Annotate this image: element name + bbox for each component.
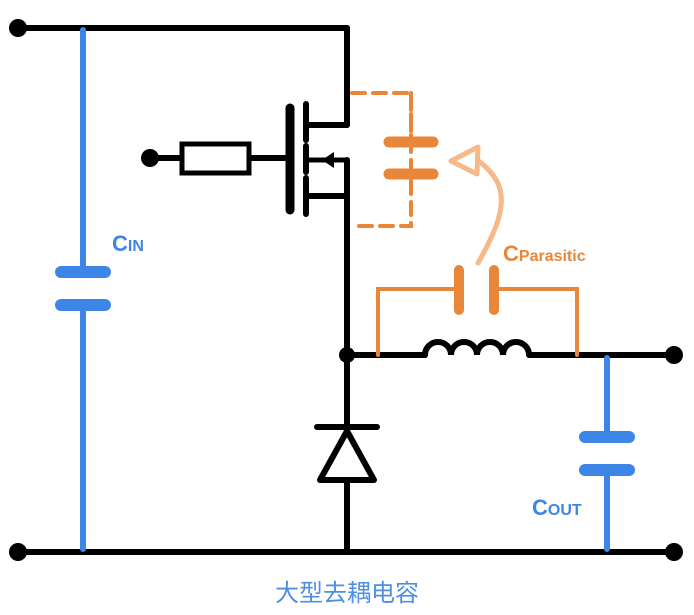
mosfet-symbol bbox=[285, 101, 350, 217]
input-capacitor bbox=[55, 27, 111, 552]
terminal-dots bbox=[9, 19, 683, 561]
inductor-parasitic-capacitor bbox=[376, 265, 579, 357]
inductor-symbol bbox=[422, 339, 532, 358]
cin-label: CIN bbox=[112, 231, 144, 256]
cout-label: COUT bbox=[532, 495, 582, 520]
diode-symbol bbox=[314, 424, 380, 483]
caption: 大型去耦电容 bbox=[275, 579, 419, 607]
switch-node-junction bbox=[339, 347, 355, 363]
parasitic-pointer-arrow bbox=[448, 144, 504, 266]
cparasitic-label: CParasitic bbox=[503, 241, 586, 266]
output-capacitor bbox=[579, 355, 635, 552]
mosfet-parasitic-capacitor bbox=[350, 91, 439, 228]
gate-resistor bbox=[179, 141, 252, 176]
